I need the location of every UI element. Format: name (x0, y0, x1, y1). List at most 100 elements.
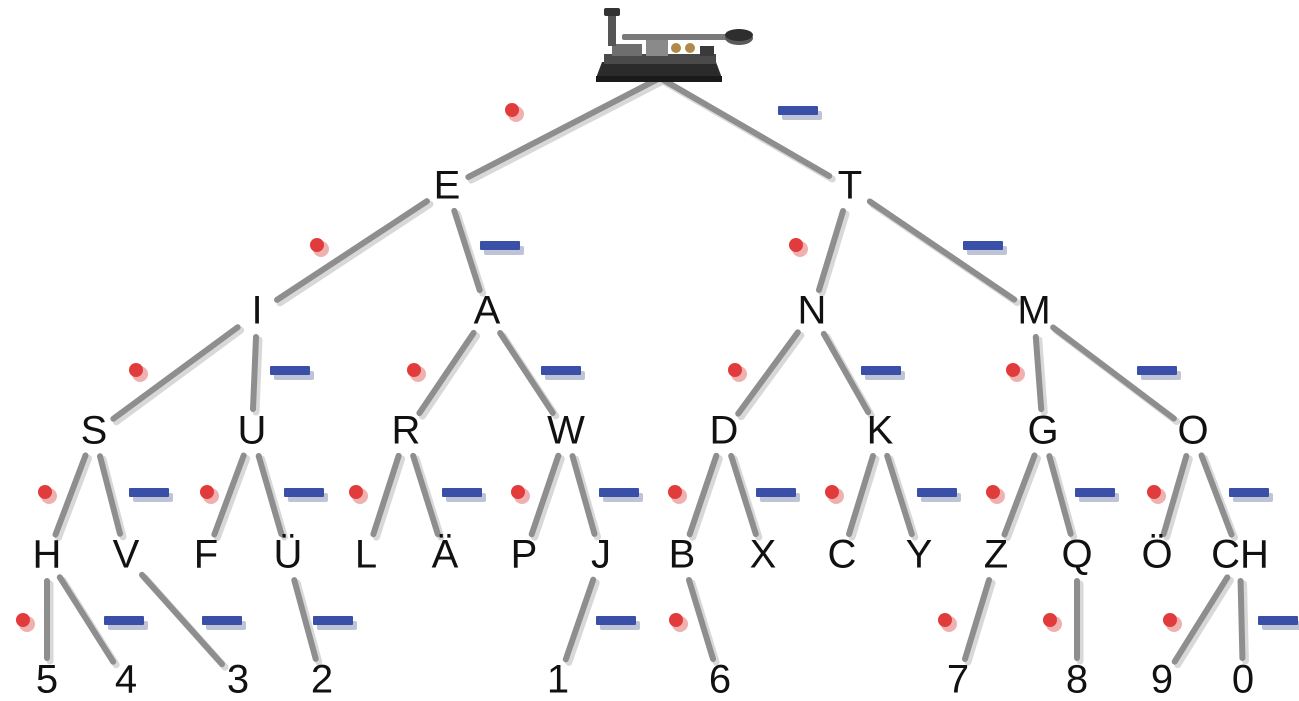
branch-line-D-B (686, 452, 720, 538)
node-label-B: B (669, 533, 696, 577)
branch-line-G-Q (1046, 453, 1074, 537)
branch-line-shadow (964, 579, 996, 666)
branch-line-S-H (52, 452, 89, 538)
dot-marker-L (349, 485, 363, 499)
dot-marker-S (129, 363, 143, 377)
branch-line-V-n3 (139, 571, 225, 668)
branch-line-J-n1 (562, 576, 597, 663)
branch-line-shadow (1004, 454, 1041, 542)
dot-marker-n9 (1163, 613, 1177, 627)
dash-marker-n2 (313, 616, 353, 625)
branch-line-W-J (569, 453, 598, 537)
branch-line-UE-n2 (291, 577, 319, 662)
dot-marker-P (511, 485, 525, 499)
dash-marker-M (963, 241, 1003, 250)
node-label-n3: 3 (227, 658, 249, 701)
branch-line-shadow (418, 332, 481, 420)
branch-line-root-T (657, 75, 833, 179)
branch-line-O-OE (1160, 453, 1190, 537)
branch-line-O-CH (1198, 452, 1235, 538)
branch-line-shadow (55, 454, 92, 542)
telegraph-key-icon (596, 8, 753, 82)
dash-marker-K (861, 366, 901, 375)
branch-line-A-W (497, 330, 556, 416)
branch-line-W-P (528, 452, 562, 538)
branch-line-K-C (846, 452, 876, 538)
dot-marker-n8 (1043, 613, 1057, 627)
node-label-CH: CH (1211, 533, 1269, 577)
dash-marker-U (270, 366, 310, 375)
node-label-P: P (511, 533, 538, 577)
node-label-J: J (591, 533, 611, 577)
node-label-N: N (798, 289, 827, 333)
branch-line-D-X (728, 452, 759, 538)
node-label-n1: 1 (547, 658, 569, 701)
dot-marker-E (505, 103, 519, 117)
branch-line-N-K (820, 330, 872, 416)
branch-line-shadow (565, 579, 600, 666)
branch-line-shadow (689, 455, 723, 541)
branch-line-R-AE (410, 452, 441, 538)
dash-marker-A (480, 241, 520, 250)
dot-marker-F (200, 485, 214, 499)
branch-line-N-D (735, 329, 801, 417)
branch-line-shadow (531, 455, 565, 541)
dot-marker-G (1006, 363, 1020, 377)
node-label-n5: 5 (36, 658, 58, 701)
node-label-R: R (392, 409, 421, 453)
dot-marker-C (825, 485, 839, 499)
node-label-O: O (1177, 409, 1208, 453)
branch-line-G-Z (1001, 452, 1038, 538)
signals-layer (16, 103, 1299, 632)
branch-line-H-n4 (56, 574, 117, 665)
node-label-V: V (113, 533, 140, 577)
branch-line-U-F (211, 452, 247, 538)
node-label-n2: 2 (311, 658, 333, 701)
dash-marker-CH (1229, 488, 1269, 497)
dash-marker-Q (1075, 488, 1115, 497)
dash-marker-n3 (202, 616, 242, 625)
node-label-Z: Z (984, 533, 1008, 577)
branches-layer (44, 75, 1249, 671)
branch-line-U-UE (255, 453, 285, 537)
dot-marker-B (668, 485, 682, 499)
branch-line-R-L (370, 452, 402, 538)
branch-line-shadow (1163, 455, 1193, 541)
branch-line-shadow (467, 77, 667, 184)
node-label-n9: 9 (1151, 658, 1173, 701)
node-label-T: T (838, 164, 862, 208)
node-label-n4: 4 (115, 658, 137, 701)
branch-line-shadow (252, 336, 263, 416)
branch-line-Z-n7 (961, 576, 993, 663)
node-label-W: W (547, 409, 585, 453)
branch-line-T-M (866, 198, 1018, 303)
branch-line-root-E (465, 75, 663, 180)
dot-marker-OE (1147, 485, 1161, 499)
dash-marker-X (756, 488, 796, 497)
branch-line-E-A (451, 207, 483, 294)
node-label-X: X (750, 533, 777, 577)
branch-line-shadow (1174, 576, 1234, 669)
node-label-G: G (1027, 409, 1058, 453)
node-label-AE: Ä (432, 533, 459, 577)
node-label-Q: Q (1061, 533, 1092, 577)
node-label-S: S (81, 409, 108, 453)
branch-line-K-Y (884, 452, 915, 538)
node-label-F: F (194, 533, 218, 577)
dash-marker-J (599, 488, 639, 497)
dot-marker-Z (986, 485, 1000, 499)
dash-marker-W (541, 366, 581, 375)
node-label-C: C (828, 533, 857, 577)
dot-marker-I (310, 238, 324, 252)
dash-marker-T (778, 106, 818, 115)
branch-line-I-S (110, 324, 241, 422)
branch-line-shadow (372, 455, 406, 541)
node-label-M: M (1017, 289, 1050, 333)
branch-line-A-R (416, 329, 477, 417)
node-label-n0: 0 (1232, 658, 1254, 701)
branch-line-M-O (1050, 324, 1177, 422)
node-label-OE: Ö (1141, 533, 1172, 577)
dot-marker-D (728, 363, 742, 377)
node-label-L: L (355, 533, 377, 577)
branch-line-shadow (112, 326, 245, 426)
